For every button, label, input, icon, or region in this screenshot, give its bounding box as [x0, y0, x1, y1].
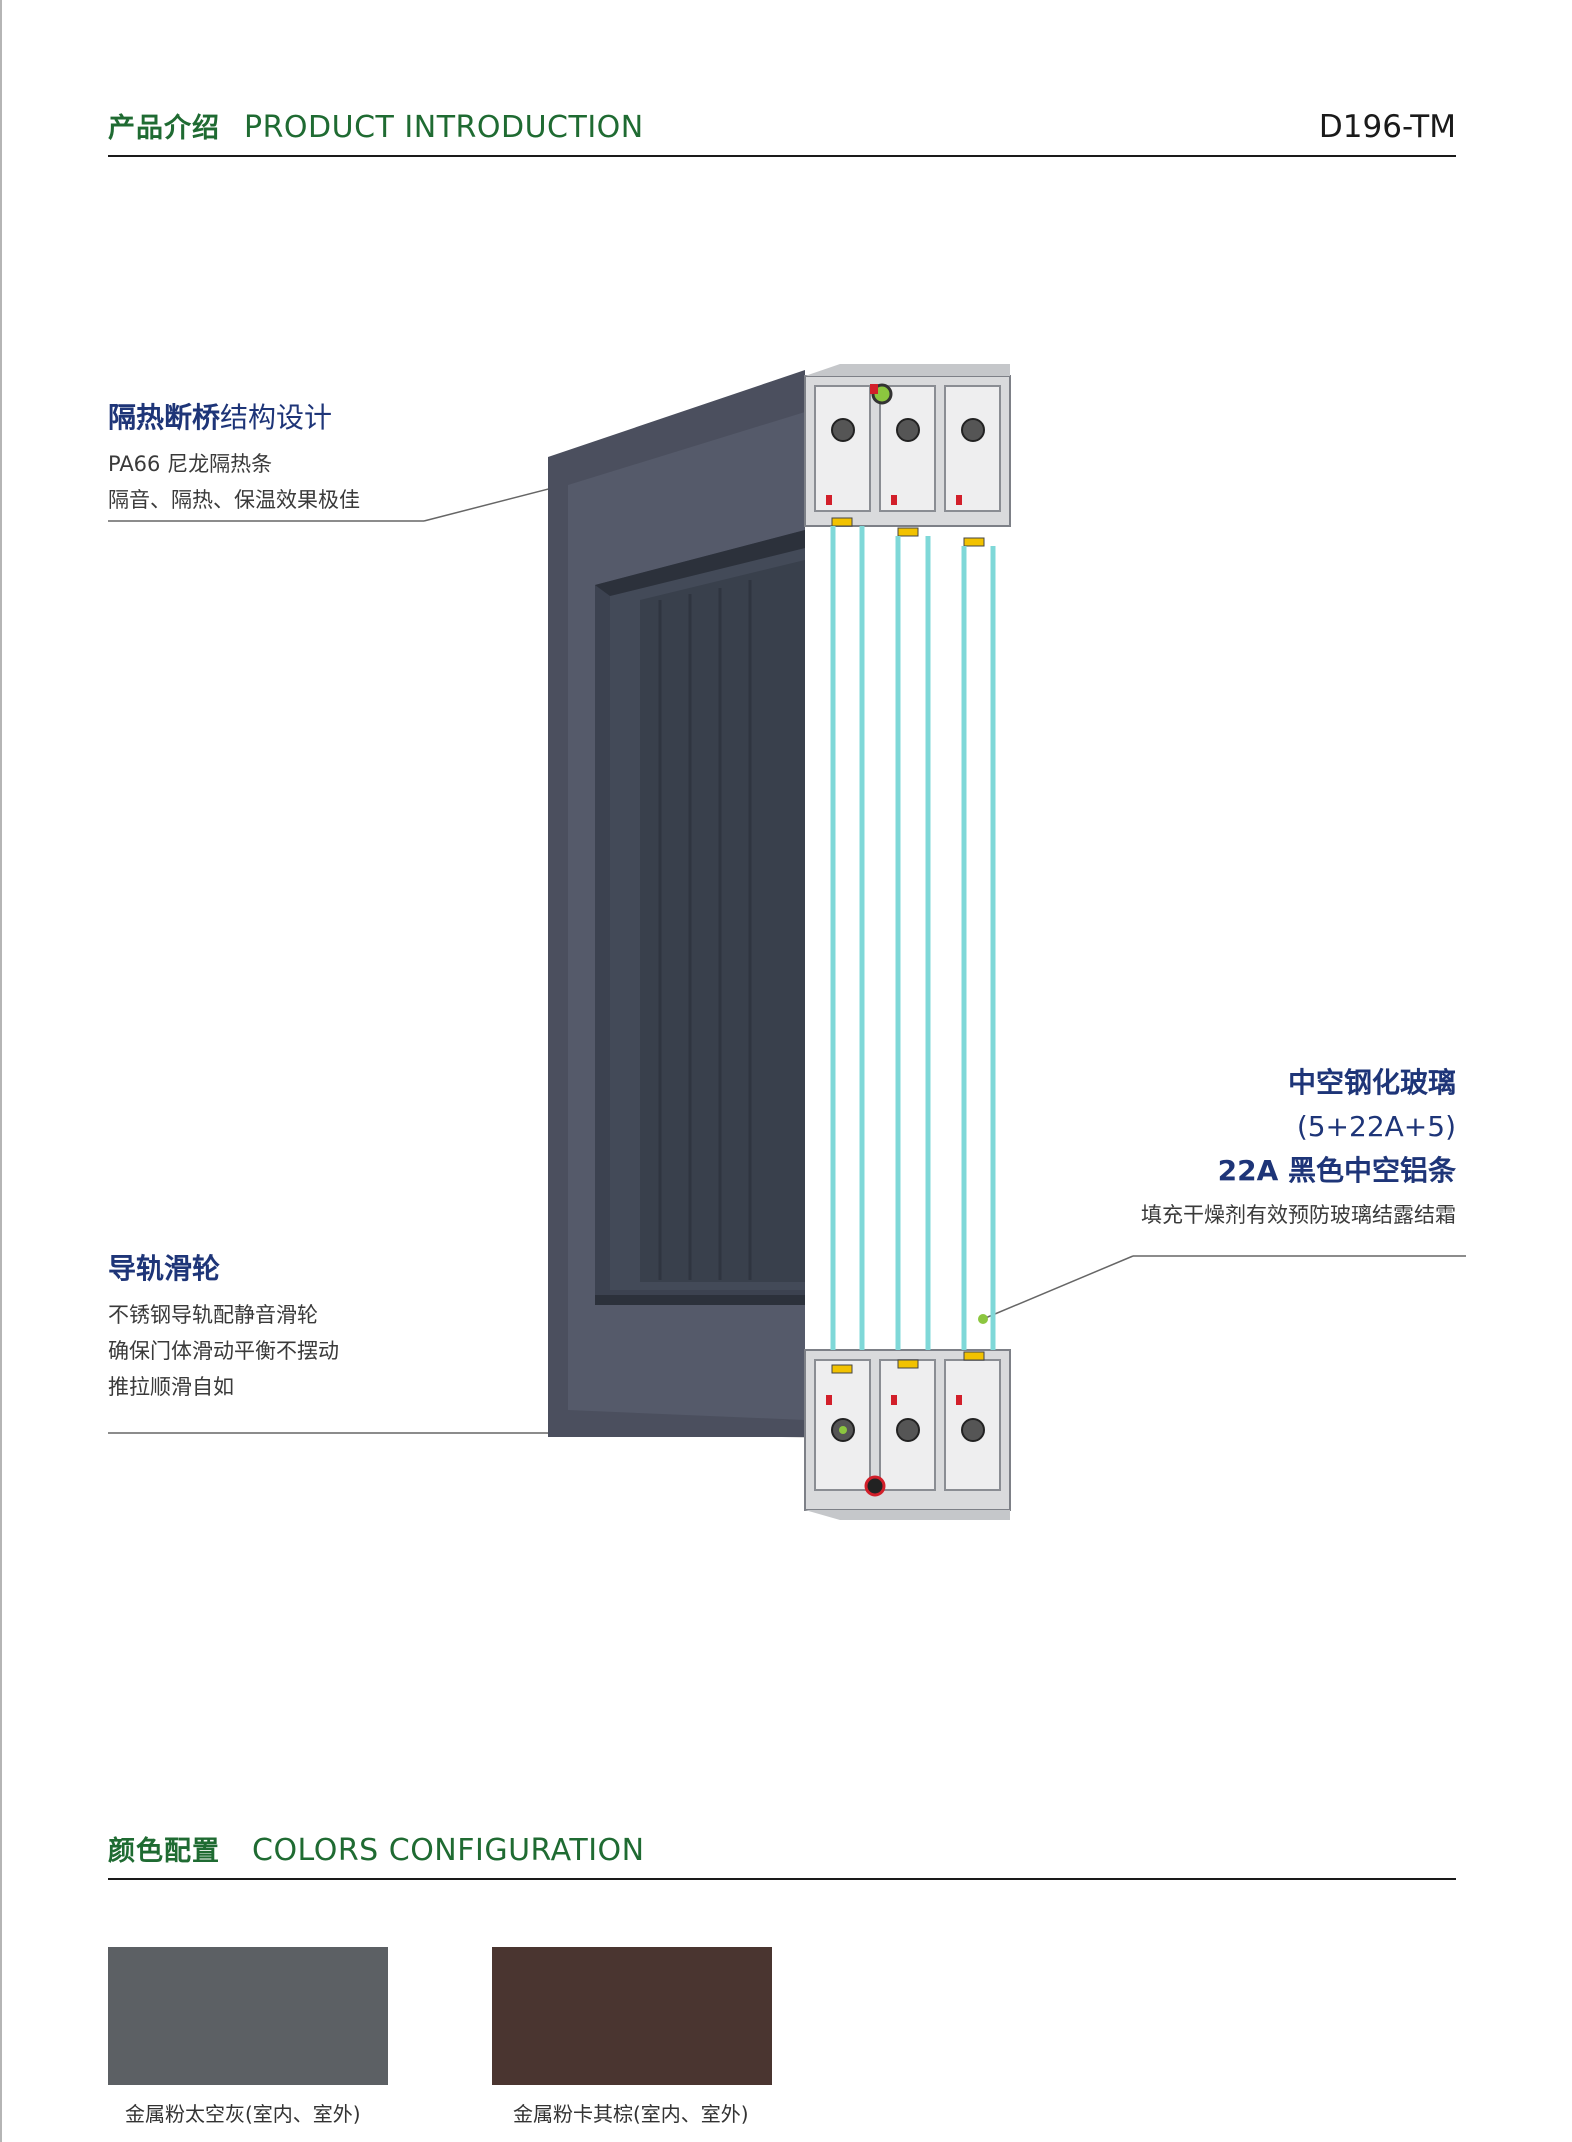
callout-thermal-break-title: 隔热断桥结构设计 — [108, 396, 360, 436]
frame-opening-back — [640, 560, 805, 1282]
callout-thermal-break-line: PA66 尼龙隔热条 — [108, 452, 273, 476]
color-swatch-space-gray — [108, 1947, 388, 2085]
frame-face-inner — [568, 412, 805, 1420]
callout-glass-spacer-text: 22A 黑色中空铝条 — [1217, 1154, 1456, 1187]
callout-glass-note: 填充干燥剂有效预防玻璃结露结霜 — [1141, 1203, 1456, 1227]
top-profile-section — [804, 364, 1011, 547]
callout-rail-line: 不锈钢导轨配静音滑轮 — [108, 1303, 318, 1327]
callout-thermal-break-title-bold: 隔热断桥 — [108, 401, 221, 434]
model-number: D196-TM — [1318, 109, 1456, 145]
callout-thermal-break-title-light: 结构设计 — [220, 401, 333, 434]
section-title-cn: 产品介绍 — [108, 113, 220, 144]
page-edge-line — [0, 0, 2, 2142]
callout-insulated-glass: 中空钢化玻璃 (5+22A+5) 22A 黑色中空铝条 填充干燥剂有效预防玻璃结… — [1141, 1061, 1456, 1233]
callout-thermal-break: 隔热断桥结构设计 PA66 尼龙隔热条 隔音、隔热、保温效果极佳 — [108, 396, 360, 518]
leader-line-glass-d — [982, 1255, 1134, 1320]
colors-title-cn: 颜色配置 — [108, 1836, 220, 1867]
leader-line-bridge-d — [423, 422, 806, 522]
bottom-profile-section — [804, 1349, 1011, 1520]
callout-glass-spacer: 22A 黑色中空铝条 — [1141, 1149, 1456, 1193]
frame-opening-depth — [610, 548, 805, 1290]
callout-thermal-break-line: 隔音、隔热、保温效果极佳 — [108, 488, 360, 512]
glass-panes — [830, 526, 996, 1350]
callout-rail-title-text: 导轨滑轮 — [108, 1252, 221, 1285]
color-swatch-label: 金属粉卡其棕(室内、室外) — [513, 2102, 749, 2126]
callout-rail-roller: 导轨滑轮 不锈钢导轨配静音滑轮 确保门体滑动平衡不摆动 推拉顺滑自如 — [108, 1247, 339, 1405]
colors-config-header: 颜色配置 COLORS CONFIGURATION — [108, 1833, 1456, 1880]
callout-rail-line: 确保门体滑动平衡不摆动 — [108, 1339, 339, 1363]
callout-rail-title: 导轨滑轮 — [108, 1247, 339, 1287]
leader-line-rail-d — [544, 1432, 841, 1438]
glass-callout-dot — [978, 1314, 988, 1324]
section-title-en: PRODUCT INTRODUCTION — [244, 110, 644, 145]
frame-opening — [595, 530, 805, 1305]
callout-glass-title: 中空钢化玻璃 — [1141, 1061, 1456, 1105]
callout-glass-title-text: 中空钢化玻璃 — [1287, 1066, 1456, 1099]
color-swatch-khaki-brown — [492, 1947, 772, 2085]
frame-face — [548, 370, 805, 1437]
color-swatch-label: 金属粉太空灰(室内、室外) — [125, 2102, 361, 2126]
colors-title-en: COLORS CONFIGURATION — [252, 1833, 645, 1868]
callout-glass-spec: (5+22A+5) — [1296, 1110, 1456, 1143]
product-intro-header: 产品介绍 PRODUCT INTRODUCTION D196-TM — [108, 109, 1456, 157]
callout-rail-line: 推拉顺滑自如 — [108, 1375, 234, 1399]
